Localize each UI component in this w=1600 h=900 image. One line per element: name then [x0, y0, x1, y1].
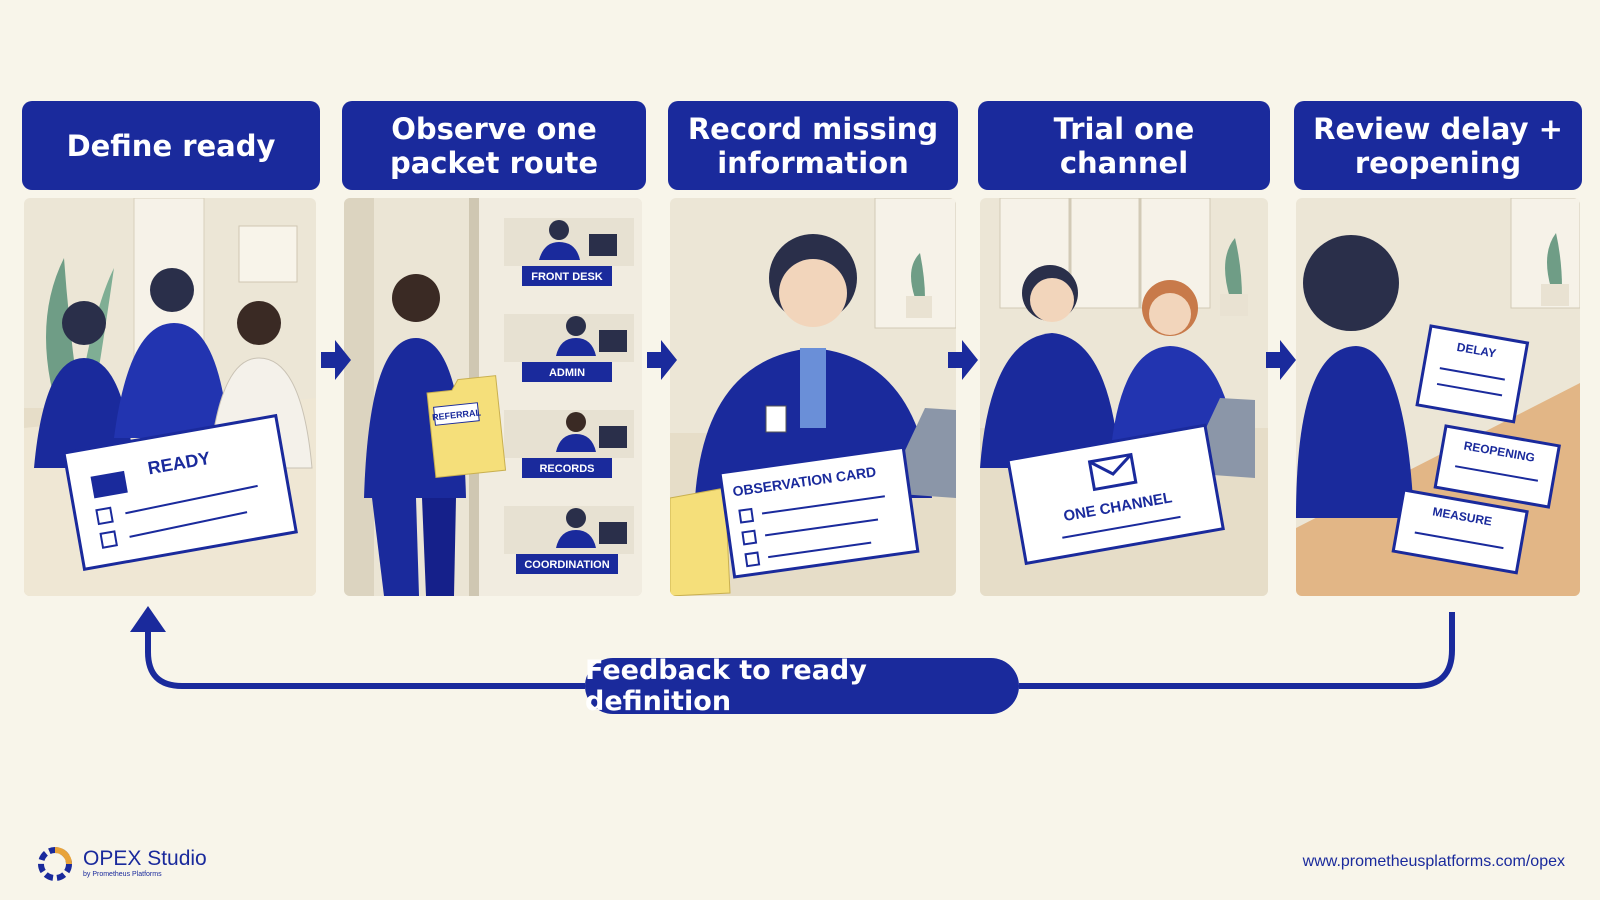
arrow-right-icon	[948, 338, 978, 382]
step-4-illustration: ONE CHANNEL	[980, 198, 1268, 596]
opex-logo-icon	[38, 847, 72, 881]
step-4-title: Trial one channel	[1053, 111, 1195, 180]
step-1-illustration: READY	[24, 198, 316, 596]
step-1-title: Define ready	[66, 128, 276, 163]
feedback-label: Feedback to ready definition	[585, 655, 1019, 717]
arrow-right-icon	[647, 338, 677, 382]
arrow-right-icon	[321, 338, 351, 382]
delay-card-label: DELAY	[1456, 340, 1497, 361]
step-5-title: Review delay + reopening	[1313, 111, 1563, 180]
station-coordination: COORDINATION	[524, 559, 609, 571]
step-5-header: Review delay + reopening	[1294, 101, 1582, 190]
station-admin: ADMIN	[549, 367, 585, 379]
step-5-illustration: DELAY REOPENING MEASURE	[1296, 198, 1580, 596]
step-4-header: Trial one channel	[978, 101, 1270, 190]
step-1-header: Define ready	[22, 101, 320, 190]
website-url[interactable]: www.prometheusplatforms.com/opex	[1302, 853, 1565, 870]
station-front-desk: FRONT DESK	[531, 271, 603, 283]
step-2-illustration: FRONT DESK ADMIN RECORDS COORDINATION	[344, 198, 642, 596]
step-2-header: Observe one packet route	[342, 101, 646, 190]
feedback-text: Feedback to ready definition	[585, 655, 867, 717]
step-3-title: Record missing information	[687, 111, 939, 180]
arrow-up-icon	[130, 606, 166, 632]
brand-subtitle: by Prometheus Platforms	[83, 871, 162, 878]
arrow-right-icon	[1266, 338, 1296, 382]
step-3-illustration: OBSERVATION CARD	[670, 198, 956, 596]
station-records: RECORDS	[539, 463, 594, 475]
step-3-header: Record missing information	[668, 101, 958, 190]
brand: OPEX Studio by Prometheus Platforms	[36, 845, 207, 883]
step-2-title: Observe one packet route	[389, 111, 599, 180]
brand-name: OPEX Studio	[83, 847, 207, 870]
